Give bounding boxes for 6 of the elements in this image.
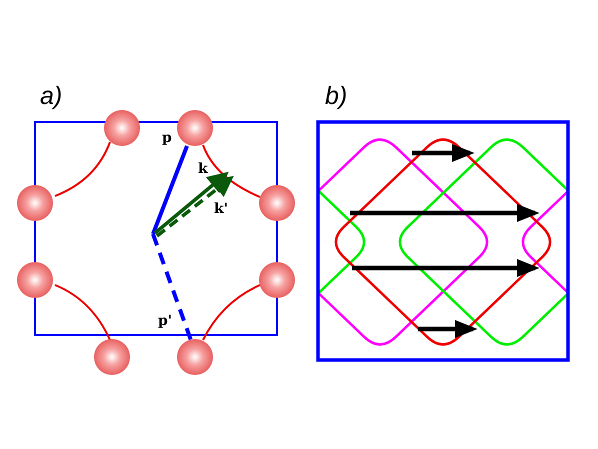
vector-label: p' [158, 314, 172, 328]
panel-label: a) [40, 84, 62, 109]
panel-label: b) [325, 84, 348, 109]
vector-label: k' [214, 202, 228, 216]
vector-label: p [162, 131, 172, 145]
vector-label: k [198, 162, 208, 176]
